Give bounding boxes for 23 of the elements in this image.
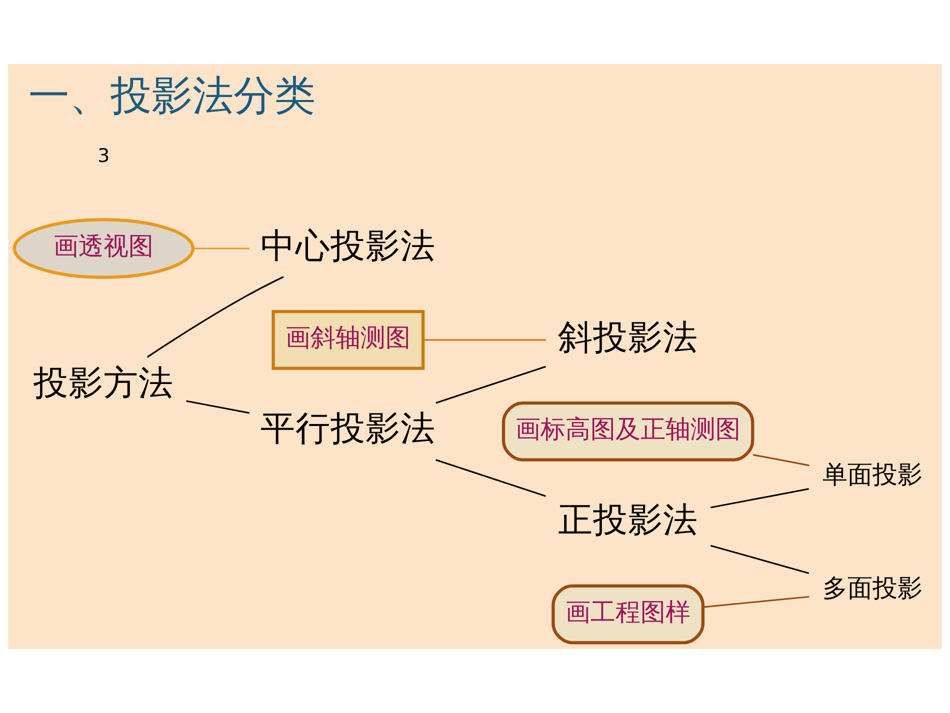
connector bbox=[146, 276, 284, 358]
diagram-title: 一、投影法分类 bbox=[28, 71, 316, 120]
connector bbox=[710, 488, 809, 508]
connector bbox=[186, 400, 250, 414]
connector bbox=[423, 339, 546, 341]
connector bbox=[703, 596, 810, 608]
node-text: 斜投影法 bbox=[558, 318, 698, 358]
node-box: 画工程图样 bbox=[552, 584, 705, 644]
node-text: 单面投影 bbox=[822, 460, 922, 490]
connector bbox=[193, 248, 250, 250]
node-ellipse: 画透视图 bbox=[12, 218, 195, 279]
connector bbox=[436, 459, 546, 497]
connector bbox=[436, 366, 546, 404]
label: 3 bbox=[98, 144, 110, 167]
node-text: 正投影法 bbox=[558, 500, 698, 541]
node-text: 投影方法 bbox=[34, 364, 174, 404]
node-text: 多面投影 bbox=[822, 574, 922, 603]
connector bbox=[710, 544, 809, 574]
node-text: 中心投影法 bbox=[260, 226, 436, 266]
node-box: 画斜轴测图 bbox=[272, 310, 425, 370]
node-box: 画标高图及正轴测图 bbox=[502, 401, 754, 462]
node-text: 平行投影法 bbox=[260, 409, 436, 450]
connector bbox=[752, 454, 810, 466]
